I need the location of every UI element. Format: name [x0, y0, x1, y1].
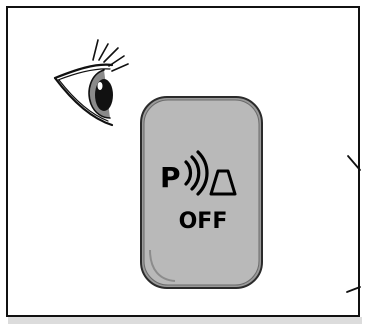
adjacent-panel-edge: [347, 156, 360, 292]
park-assist-off-button[interactable]: P OFF: [141, 97, 262, 288]
off-label: OFF: [179, 209, 228, 234]
park-letter: P: [160, 161, 181, 194]
eye-icon: [55, 40, 128, 125]
